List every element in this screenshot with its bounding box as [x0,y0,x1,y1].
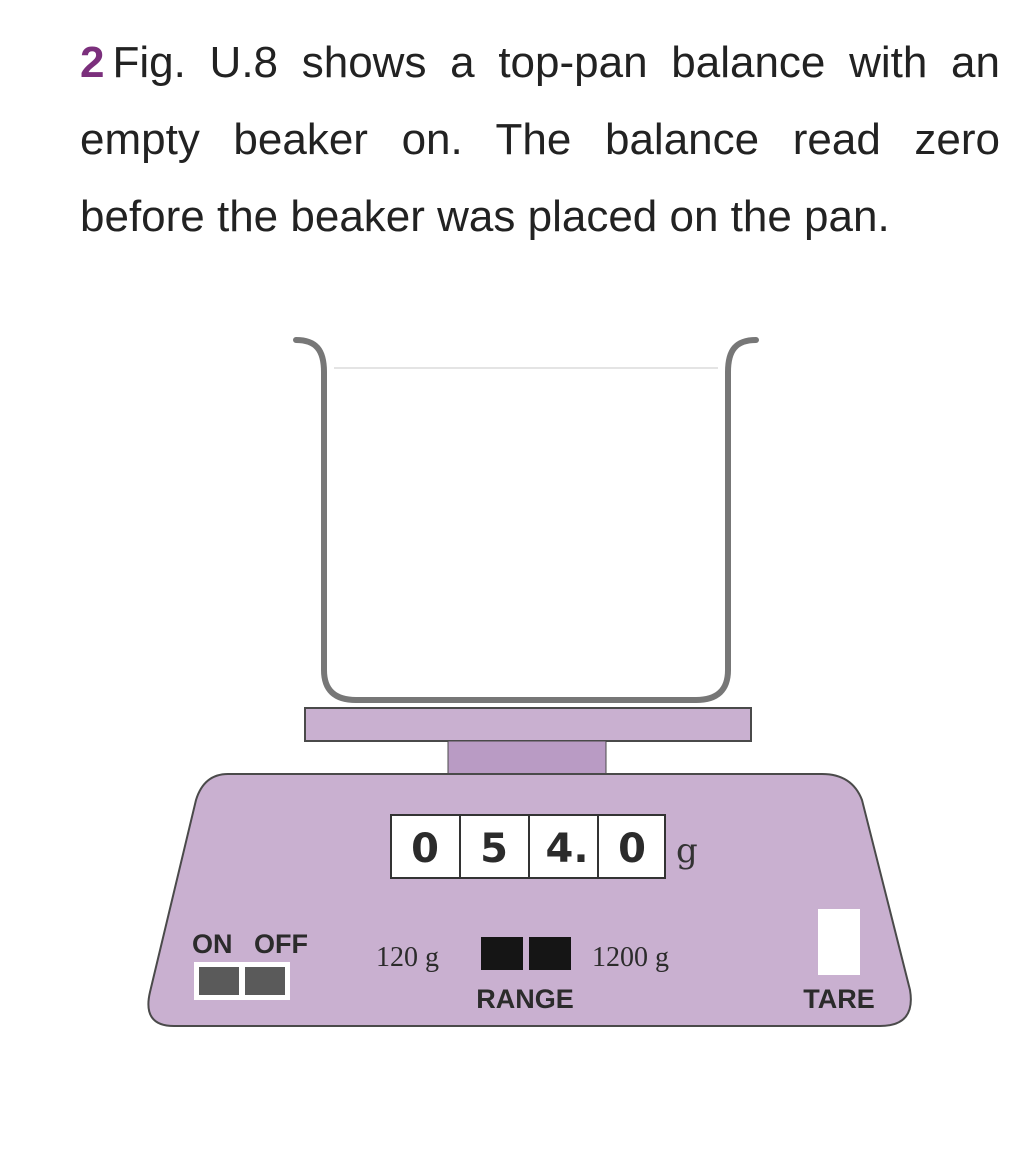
off-label: OFF [254,929,308,959]
tare-label: TARE [803,984,875,1014]
off-button[interactable] [245,967,285,995]
range-title: RANGE [476,984,574,1014]
display-digit-4: 0 [618,826,646,872]
beaker [293,337,759,703]
display-unit: g [676,831,698,871]
question-body: Fig. U.8 shows a top-pan balance with an… [80,38,1000,241]
balance-body [147,773,912,1027]
on-button[interactable] [199,967,239,995]
range-high-button[interactable] [529,937,571,970]
range-selector[interactable]: 120 g 1200 g RANGE [376,937,669,1014]
tare-control[interactable]: TARE [803,909,875,1014]
range-low-button[interactable] [481,937,523,970]
balance-pan [304,707,752,742]
tare-button[interactable] [818,909,860,975]
question-number: 2 [80,38,105,87]
digital-display: 0 5 4. 0 g [390,814,698,879]
power-switch[interactable]: ON OFF [192,929,308,1000]
display-digit-2: 5 [480,826,508,872]
display-digit-3: 4. [545,826,588,872]
on-label: ON [192,929,233,959]
range-high-label: 1200 g [592,942,669,973]
range-low-label: 120 g [376,942,439,973]
pan-support [447,740,607,775]
display-digit-1: 0 [411,826,439,872]
